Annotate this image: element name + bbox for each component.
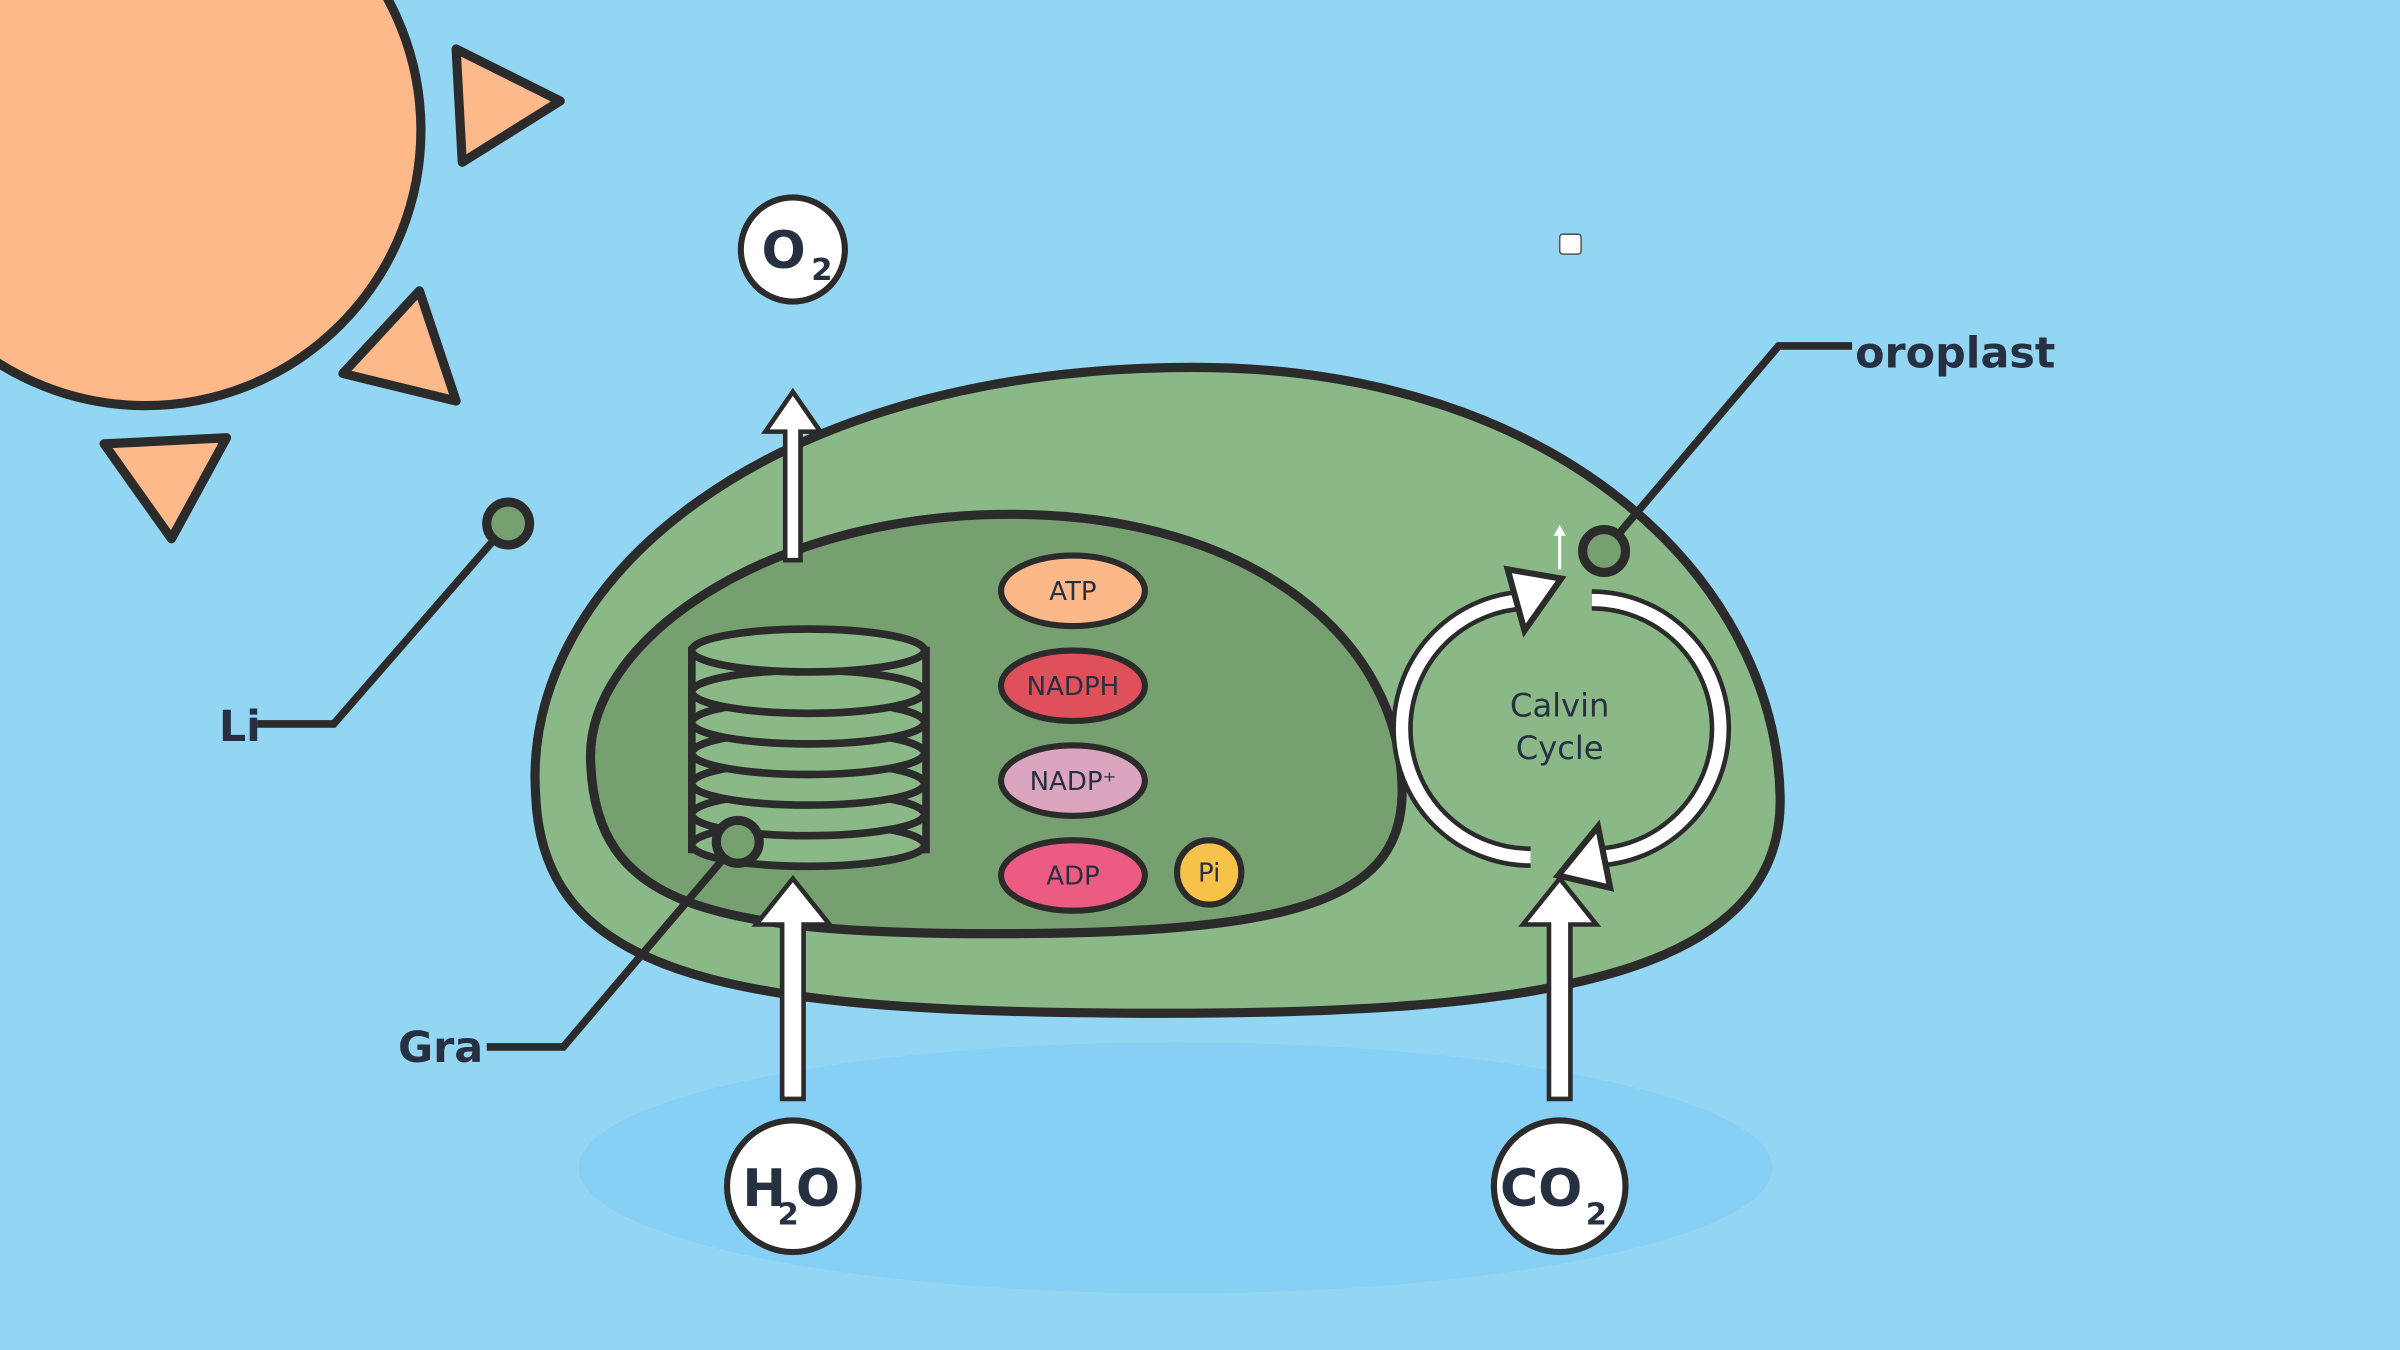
calvin-cycle-arrows	[1391, 565, 1732, 892]
small-note-icon	[1558, 233, 1582, 255]
co2-bubble: CO 2	[1490, 1117, 1629, 1256]
calvin-cycle-line1: Calvin	[1510, 686, 1609, 724]
atp-molecule: ATP	[997, 552, 1148, 630]
small-up-arrow-icon	[1553, 525, 1566, 570]
o2-main: O	[762, 221, 806, 281]
sun-icon	[0, 0, 565, 544]
light-label: Li	[219, 702, 261, 752]
co2-main: CO	[1500, 1159, 1582, 1219]
calvin-cycle-line2: Cycle	[1516, 729, 1604, 767]
nadph-label: NADPH	[1027, 672, 1120, 702]
h2o-arrow-icon	[751, 874, 835, 1102]
co2-arrow-icon	[1518, 874, 1602, 1102]
co2-sub: 2	[1586, 1197, 1607, 1232]
chloroplast-label-leader	[1578, 342, 1853, 578]
granum-stack-icon	[688, 625, 930, 871]
pi-molecule: Pi	[1173, 837, 1245, 908]
nadp-plus-label: NADP⁺	[1030, 767, 1117, 797]
o2-bubble: O 2	[737, 194, 848, 305]
h2o-bubble: H 2 O	[723, 1117, 862, 1256]
o2-arrow-icon	[760, 387, 825, 563]
nadph-molecule: NADPH	[997, 647, 1148, 724]
atp-label: ATP	[1049, 577, 1096, 607]
adp-molecule: ADP	[997, 837, 1148, 914]
grana-label: Gra	[398, 1023, 483, 1073]
nadp-plus-molecule: NADP⁺	[997, 742, 1148, 819]
h2o-sub: 2	[778, 1197, 799, 1232]
h2o-main2: O	[796, 1159, 840, 1219]
adp-label: ADP	[1046, 862, 1100, 892]
o2-sub: 2	[811, 253, 832, 288]
pi-label: Pi	[1198, 859, 1220, 889]
chloroplast-label: oroplast	[1855, 328, 2055, 378]
h2o-main1: H	[742, 1159, 786, 1219]
grana-label-leader	[486, 815, 764, 1051]
ground-shadow	[578, 1042, 1773, 1294]
light-label-leader	[257, 497, 535, 728]
